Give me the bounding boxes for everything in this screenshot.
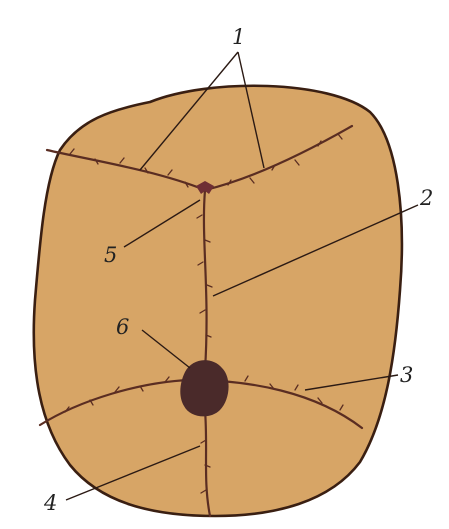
- label-2: 2: [419, 186, 433, 210]
- label-3: 3: [400, 363, 413, 387]
- label-6: 6: [116, 315, 129, 339]
- label-1: 1: [232, 25, 245, 49]
- label-4: 4: [43, 491, 57, 515]
- skull-outline: [34, 86, 402, 516]
- anterior-fontanelle: [180, 360, 228, 416]
- label-5: 5: [104, 243, 117, 267]
